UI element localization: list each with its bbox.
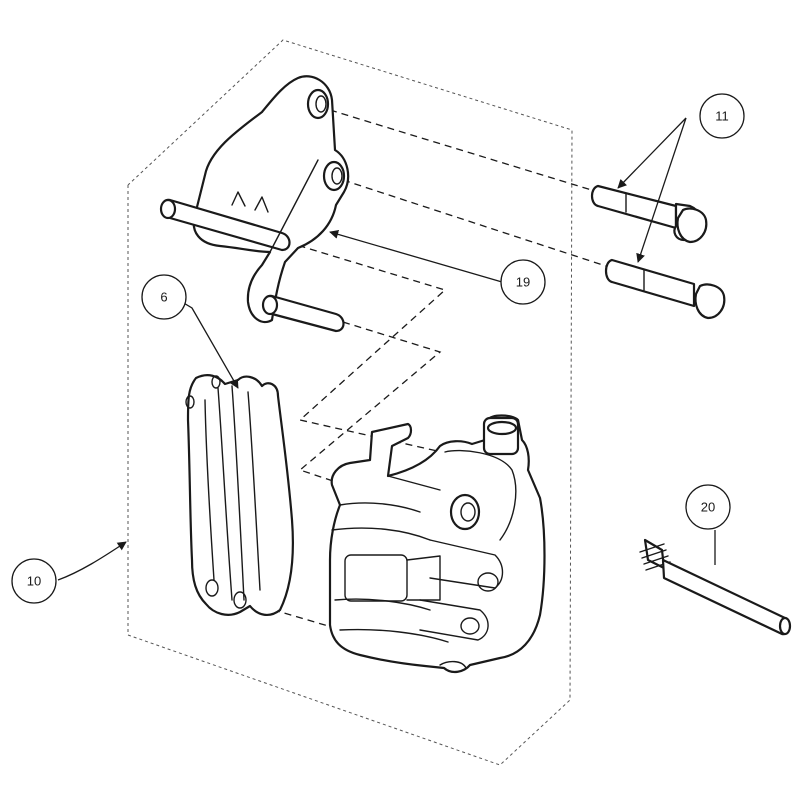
caliper-bracket <box>159 75 350 333</box>
callout-19-label: 19 <box>516 275 530 290</box>
callout-19: 19 <box>500 259 546 305</box>
callout-11: 11 <box>699 93 745 139</box>
assembly-boundary <box>127 39 573 766</box>
callout-10: 10 <box>11 558 57 604</box>
callout-11-label: 11 <box>715 109 729 124</box>
callout-6: 6 <box>141 274 187 320</box>
callout-10-label: 10 <box>27 574 41 589</box>
caliper-body <box>328 414 546 674</box>
pad-retaining-pin <box>639 538 792 636</box>
mounting-bolts <box>590 184 726 320</box>
callout-20-label: 20 <box>701 500 715 515</box>
brake-pads <box>185 374 294 616</box>
callout-6-label: 6 <box>160 290 167 305</box>
callout-20: 20 <box>685 484 731 530</box>
